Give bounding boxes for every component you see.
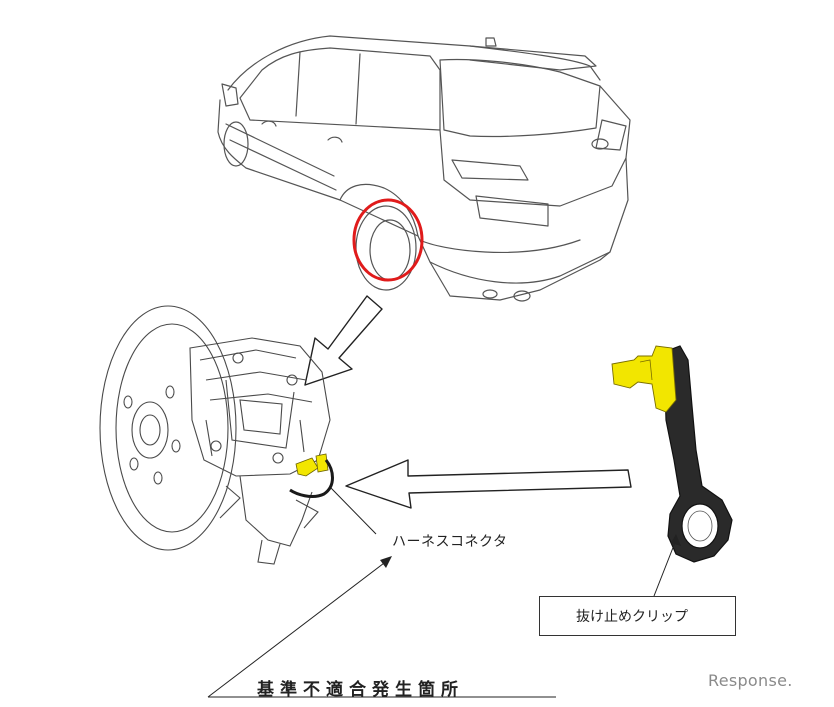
highlight-circle (352, 198, 424, 282)
nonconformity-location-label: 基準不適合発生箇所 (257, 680, 464, 700)
retaining-clip-label-box (539, 596, 736, 636)
retaining-clip-illustration (611, 345, 733, 563)
leader-line-harness (330, 487, 377, 535)
retaining-clip-label: 抜け止めクリップ (576, 609, 688, 625)
hollow-arrow-car-to-brake (304, 295, 383, 386)
harness-connector-part (315, 453, 329, 473)
leader-arrowhead-clip (671, 534, 681, 546)
leader-line-location (207, 559, 389, 698)
harness-cable (289, 459, 334, 498)
leader-arrowhead-location (380, 556, 392, 568)
leader-line-clip (653, 539, 677, 597)
brake-assembly-illustration (99, 305, 331, 565)
response-watermark: Response. (708, 671, 793, 690)
harness-connector-part (295, 457, 319, 477)
car-illustration (217, 35, 631, 302)
hollow-arrow-clip-to-connector (345, 459, 632, 509)
harness-connector-label: ハーネスコネクタ (392, 534, 508, 550)
